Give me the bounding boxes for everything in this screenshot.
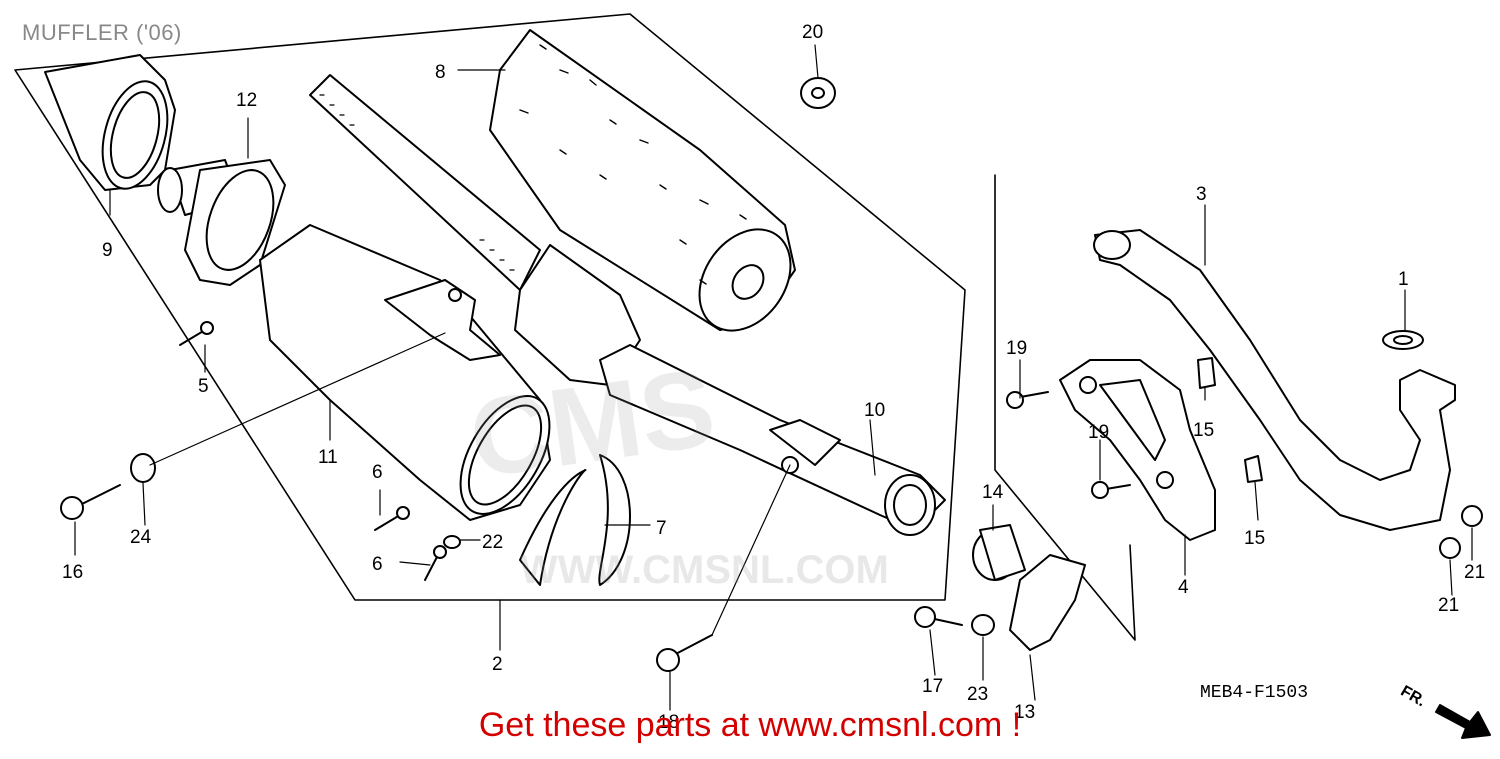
- callout-24: 24: [130, 527, 152, 548]
- callout-4: 4: [1178, 577, 1189, 598]
- assembly-outline-2: [14, 13, 966, 601]
- callout-3: 3: [1196, 184, 1207, 205]
- callout-7: 7: [656, 518, 667, 539]
- callout-14: 14: [982, 482, 1004, 503]
- callout-17: 17: [922, 676, 943, 697]
- exhaust-pipe-part-3: [1093, 229, 1456, 531]
- end-cap-part-9: [44, 54, 176, 191]
- inner-cap-part-12: [157, 159, 286, 286]
- nut-part-21-a: [1439, 537, 1461, 559]
- callout-8: 8: [435, 62, 446, 83]
- heat-guard-part-4: [1059, 359, 1216, 541]
- diagram-code: MEB4-F1503: [1200, 683, 1308, 703]
- promo-link[interactable]: Get these parts at www.cmsnl.com !: [478, 706, 1022, 744]
- clamp-part-13: [1009, 554, 1086, 651]
- gasket-part-1: [1382, 330, 1424, 350]
- clip-part-15-b: [1244, 455, 1263, 483]
- callout-13: 13: [1014, 702, 1035, 723]
- muffler-wrap-part-8: [489, 29, 796, 332]
- callout-10: 10: [864, 400, 885, 421]
- callout-6a: 6: [372, 462, 383, 483]
- screw-part-6-a: [374, 506, 410, 531]
- washer-part-23: [971, 614, 995, 636]
- screw-part-5: [179, 321, 214, 346]
- callout-21a: 21: [1464, 562, 1485, 583]
- callout-22: 22: [482, 532, 503, 553]
- front-arrow: [1435, 704, 1491, 739]
- callout-9: 9: [102, 240, 113, 261]
- washer-part-20: [800, 77, 836, 109]
- inner-core-part-10: [309, 74, 946, 536]
- callout-19a: 19: [1006, 338, 1027, 359]
- nut-part-22: [443, 535, 461, 549]
- bolt-part-17: [914, 606, 963, 628]
- callout-21b: 21: [1438, 595, 1459, 616]
- callout-1: 1: [1398, 269, 1409, 290]
- callout-19b: 19: [1088, 422, 1109, 443]
- screw-part-6-b: [424, 545, 447, 581]
- bolt-part-19-b: [1091, 481, 1131, 499]
- callout-20: 20: [802, 22, 823, 43]
- page-title: MUFFLER ('06): [22, 20, 182, 45]
- callout-16: 16: [62, 562, 83, 583]
- callout-5: 5: [198, 376, 209, 397]
- bolt-part-16: [60, 484, 121, 520]
- bolt-part-19-a: [1006, 391, 1049, 409]
- washer-part-24: [130, 453, 156, 483]
- nut-part-21-b: [1461, 505, 1483, 527]
- callout-12: 12: [236, 90, 257, 111]
- callout-11: 11: [318, 447, 338, 468]
- callout-6b: 6: [372, 554, 383, 575]
- clip-part-15-a: [1197, 357, 1216, 389]
- band-part-7: [519, 454, 631, 586]
- callout-15b: 15: [1244, 528, 1265, 549]
- muffler-shell-part-11: [259, 224, 551, 521]
- bolt-part-18: [656, 634, 713, 672]
- callout-23: 23: [967, 684, 988, 705]
- callout-2: 2: [492, 654, 503, 675]
- callouts: 1 2 3 4 5 6 6 7 8 9 10 11 12 13 14 15 15…: [62, 22, 1485, 733]
- callout-18: 18: [658, 712, 679, 733]
- collar-part-14: [972, 524, 1026, 581]
- watermark-url: WWW.CMSNL.COM: [520, 548, 889, 592]
- assembly-outline-4: [994, 174, 1136, 641]
- callout-15a: 15: [1193, 420, 1214, 441]
